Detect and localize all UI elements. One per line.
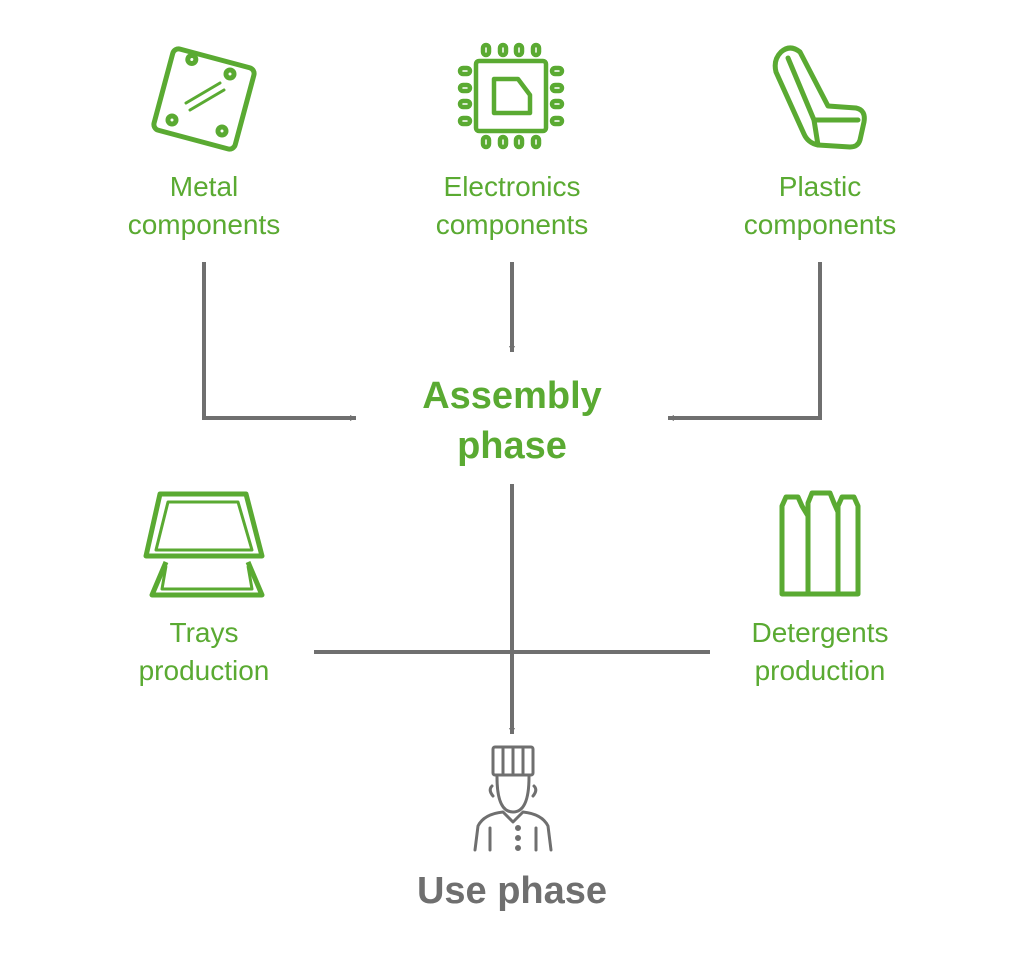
electronics-components-label: Electronics components	[435, 171, 589, 240]
detergent-bottles-icon	[779, 490, 861, 597]
detergents-production-label: Detergents production	[751, 617, 889, 686]
plastic-seat-icon	[772, 45, 867, 150]
arrow-plastic-to-assembly	[668, 262, 822, 421]
arrow-metal-to-assembly	[202, 262, 356, 421]
stacked-trays-icon	[143, 491, 265, 598]
plastic-components-label: Plastic components	[743, 171, 897, 240]
use-phase-title: Use phase	[416, 870, 608, 912]
metal-plate-icon	[151, 46, 257, 152]
metal-components-label: Metal components	[127, 171, 281, 240]
chef-icon	[473, 745, 553, 852]
trays-production-label: Trays production	[138, 617, 270, 686]
microchip-icon	[457, 42, 565, 150]
assembly-phase-title: Assembly phase	[422, 375, 602, 467]
